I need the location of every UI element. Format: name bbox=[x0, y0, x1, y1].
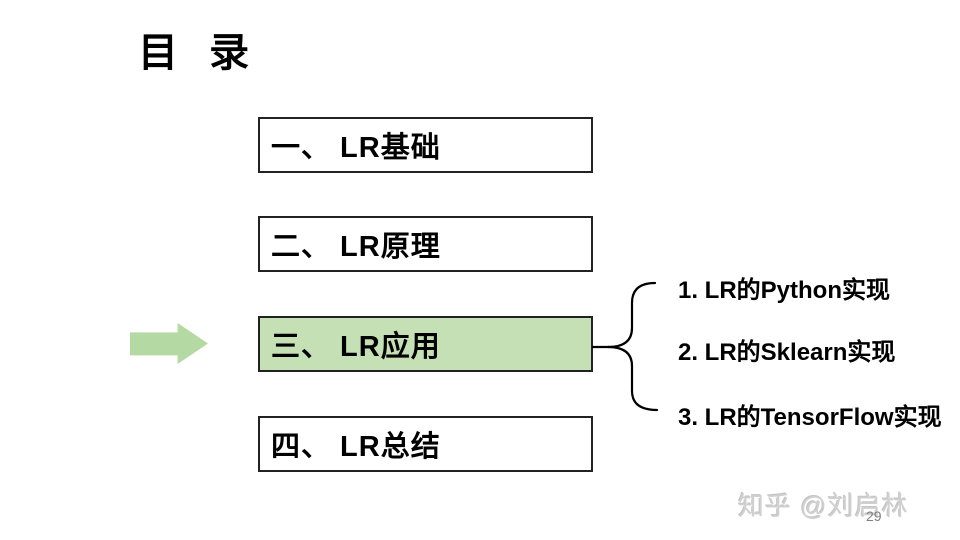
curly-brace-icon bbox=[592, 281, 659, 412]
highlight-right-arrow-icon bbox=[130, 323, 208, 364]
toc-item-lr-basics: 一、 LR基础 bbox=[258, 117, 593, 173]
page-title: 目 录 bbox=[138, 31, 260, 75]
toc-item-lr-summary: 四、 LR总结 bbox=[258, 416, 593, 472]
toc-item-lr-principles: 二、 LR原理 bbox=[258, 216, 593, 272]
detail-item-python: 1. LR的Python实现 bbox=[678, 277, 891, 304]
toc-item-label: 三、 LR应用 bbox=[271, 331, 441, 363]
toc-item-label: 一、 LR基础 bbox=[271, 132, 441, 164]
toc-item-lr-applications: 三、 LR应用 bbox=[258, 316, 593, 372]
detail-item-sklearn: 2. LR的Sklearn实现 bbox=[678, 339, 896, 366]
page-number: 29 bbox=[866, 508, 882, 524]
toc-item-label: 四、 LR总结 bbox=[271, 431, 441, 463]
toc-item-label: 二、 LR原理 bbox=[271, 231, 441, 263]
detail-item-tensorflow: 3. LR的TensorFlow实现 bbox=[678, 404, 942, 431]
watermark: 知乎 @刘启林 bbox=[738, 491, 909, 521]
